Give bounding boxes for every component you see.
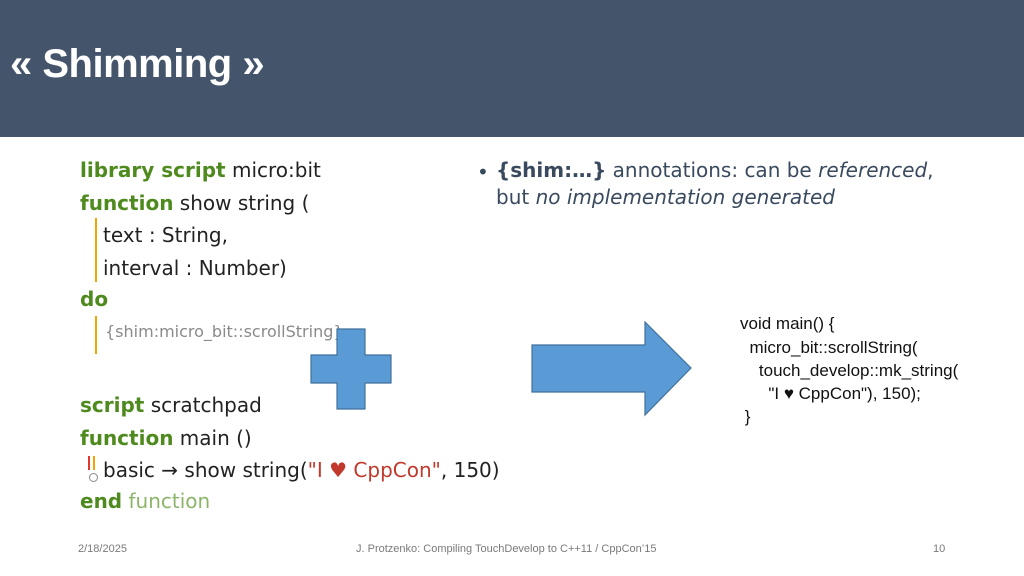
code-line-2: function show string (	[80, 191, 309, 215]
heart-icon: ♥	[783, 384, 794, 403]
cpp-line-1: void main() {	[740, 314, 835, 333]
code-keyword: library script	[80, 158, 226, 182]
code-line-8: function main ()	[80, 426, 252, 450]
bullet-emphasis: referenced	[818, 158, 928, 182]
clock-icon	[89, 473, 98, 482]
code-keyword: function	[80, 191, 174, 215]
code-line-10: end function	[80, 489, 210, 513]
code-text: micro:bit	[225, 158, 321, 182]
indent-bar	[95, 316, 97, 354]
code-line-7: script scratchpad	[80, 393, 262, 417]
indent-bar	[95, 218, 97, 282]
cpp-text: "I	[740, 384, 784, 403]
code-text: main ()	[173, 426, 252, 450]
cpp-line-3: touch_develop::mk_string(	[740, 361, 959, 380]
slide-number: 10	[933, 543, 946, 555]
code-line-1: library script micro:bit	[80, 158, 321, 182]
code-text: scratchpad	[144, 393, 262, 417]
indent-bar	[93, 456, 95, 470]
breakpoint-bar	[88, 456, 90, 470]
heart-icon: ♥	[329, 458, 348, 482]
code-line-4: interval : Number)	[103, 256, 287, 280]
footer-date: 2/18/2025	[78, 543, 127, 555]
code-keyword: end	[80, 489, 123, 513]
plus-icon	[310, 328, 392, 410]
cpp-line-4: "I ♥ CppCon"), 150);	[740, 384, 921, 404]
slide-title: « Shimming »	[10, 42, 265, 86]
title-bar: « Shimming »	[0, 0, 1024, 137]
code-keyword: script	[80, 393, 145, 417]
code-text: show string (	[173, 191, 310, 215]
footer-center-text: J. Protzenko: Compiling TouchDevelop to …	[356, 543, 657, 555]
code-line-3: text : String,	[103, 223, 228, 247]
code-line-9: basic → show string("I ♥ CppCon", 150)	[103, 458, 500, 482]
code-string: CppCon"	[347, 458, 441, 482]
code-line-6-shim: {shim:micro_bit::scrollString}	[105, 322, 344, 341]
code-text: , 150)	[440, 458, 500, 482]
bullet-line-1: {shim:…} annotations: can be referenced,	[496, 158, 934, 182]
bullet-text: ,	[927, 158, 934, 182]
bullet-text: but	[496, 185, 536, 209]
code-text: basic → show string(	[103, 458, 308, 482]
code-text: function	[122, 489, 211, 513]
cpp-line-5: }	[740, 407, 751, 426]
bullet-text: annotations: can be	[606, 158, 819, 182]
code-line-5: do	[80, 287, 108, 311]
code-keyword: do	[80, 287, 109, 311]
right-arrow-icon	[531, 321, 692, 417]
bullet-bold: {shim:…}	[496, 158, 607, 182]
cpp-text: CppCon"), 150);	[793, 384, 921, 403]
bullet-line-2: but no implementation generated	[496, 185, 835, 209]
bullet-emphasis: no implementation generated	[535, 185, 835, 209]
code-string: "I	[307, 458, 330, 482]
cpp-line-2: micro_bit::scrollString(	[740, 338, 918, 357]
code-keyword: function	[80, 426, 174, 450]
bullet-dot: •	[477, 160, 489, 184]
